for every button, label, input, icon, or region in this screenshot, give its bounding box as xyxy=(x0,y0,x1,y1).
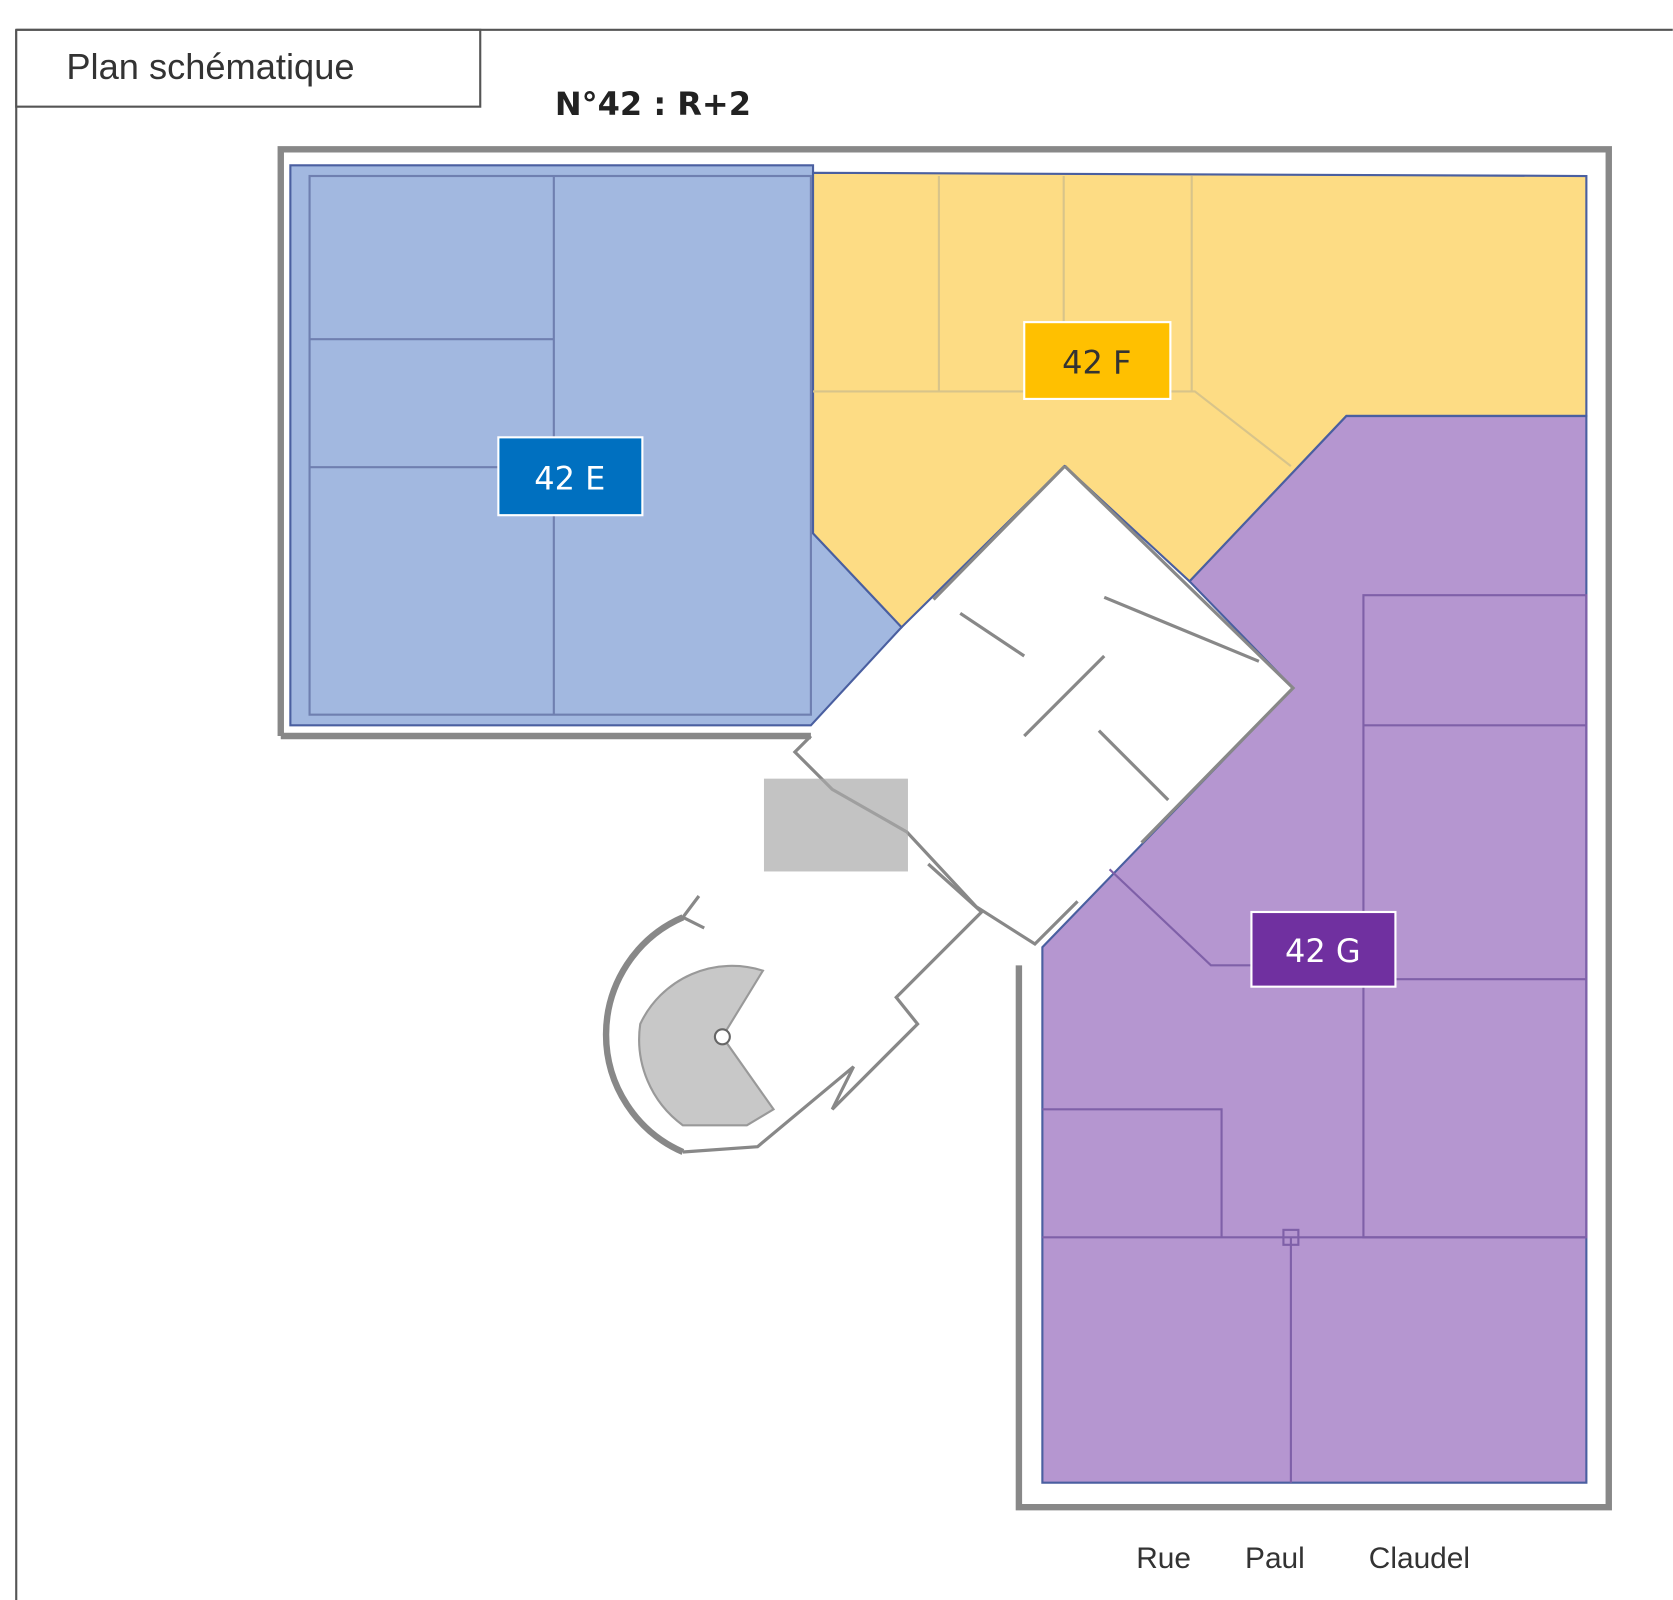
lot-label-text: 42 G xyxy=(1285,932,1361,970)
lot-label-text: 42 E xyxy=(534,460,605,498)
street-word: Rue xyxy=(1136,1542,1191,1575)
lot-label-42e[interactable]: 42 E xyxy=(497,436,644,517)
street-word: Claudel xyxy=(1369,1542,1470,1575)
page-frame xyxy=(15,28,1673,1600)
lot-label-42f[interactable]: 42 F xyxy=(1023,321,1172,400)
building-walls xyxy=(277,146,1612,1511)
plan-title: Plan schématique xyxy=(66,46,354,87)
building-level: N°42 : R+2 xyxy=(555,85,751,123)
street-name: Rue Paul Claudel xyxy=(1136,1542,1470,1575)
lot-label-text: 42 F xyxy=(1062,343,1131,381)
lot-label-42g[interactable]: 42 G xyxy=(1250,910,1397,988)
partitions xyxy=(813,176,1292,467)
street-word: Paul xyxy=(1245,1542,1305,1575)
staircase-icon xyxy=(602,914,776,1155)
elevator-icon xyxy=(763,778,908,872)
